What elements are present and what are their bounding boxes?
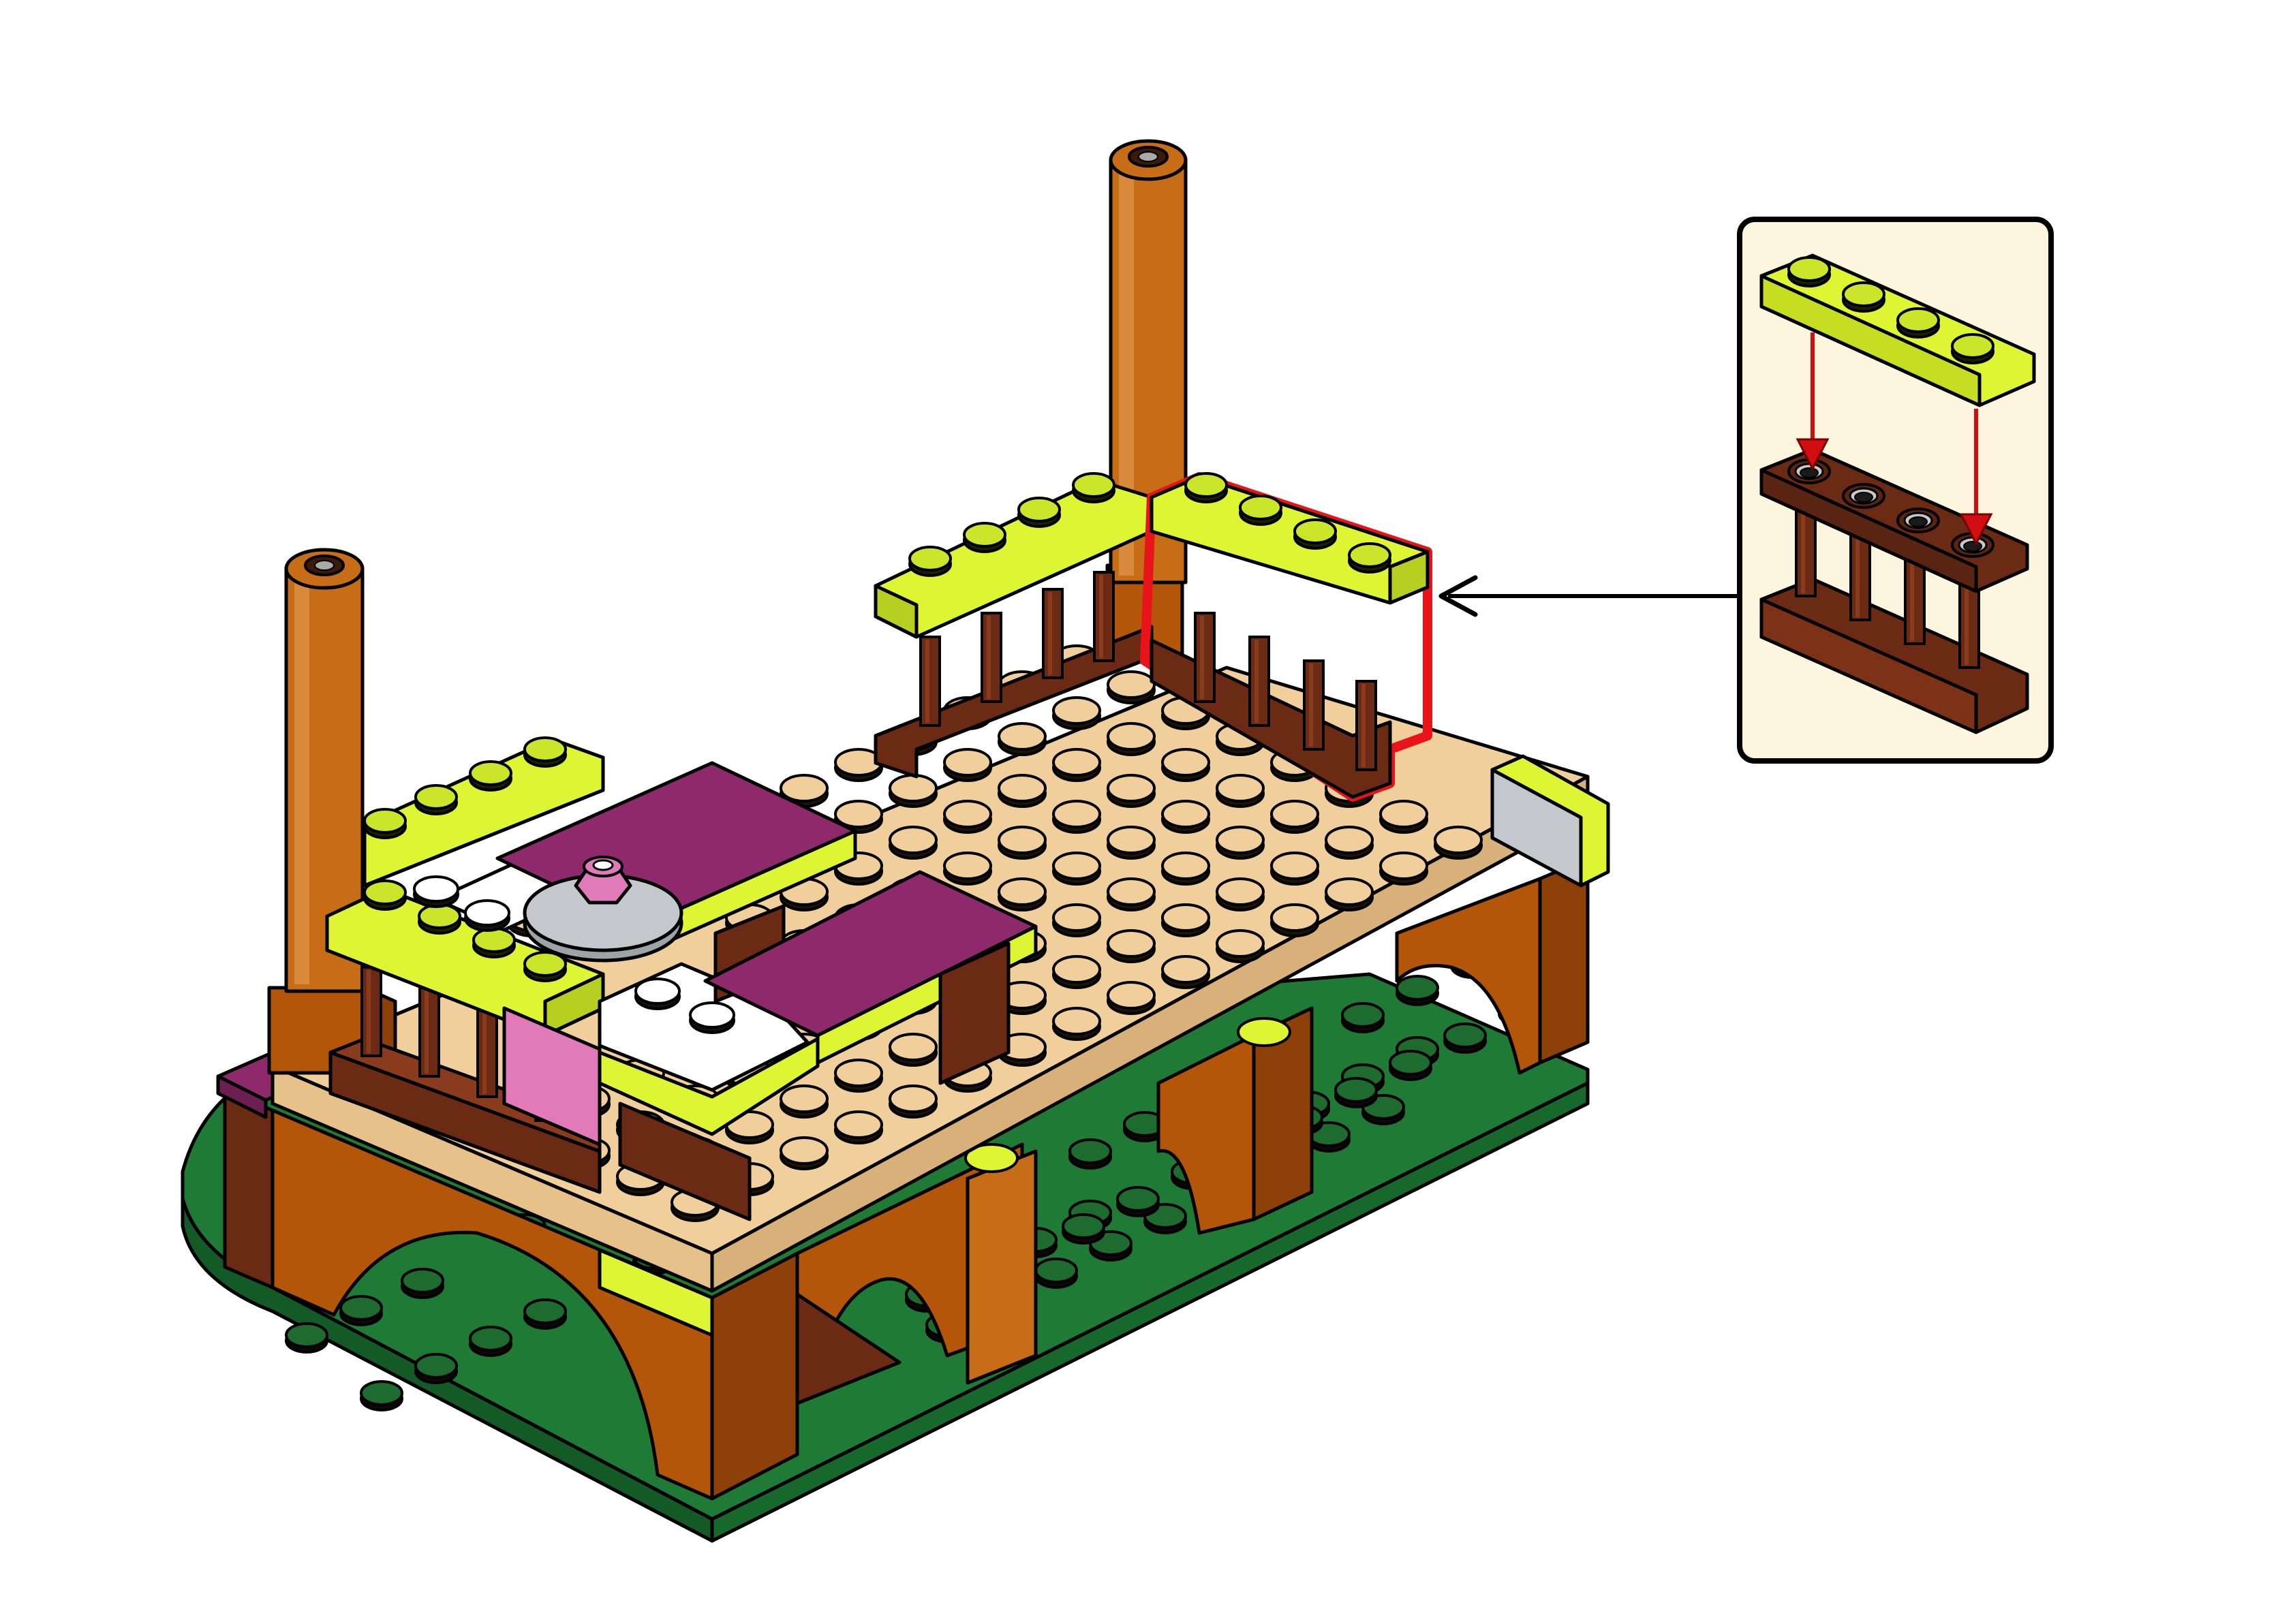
stud — [998, 826, 1047, 860]
stud — [834, 1110, 883, 1144]
stud — [889, 1033, 938, 1067]
stud — [1334, 1077, 1378, 1108]
stud — [1216, 826, 1265, 860]
stud — [1161, 800, 1210, 834]
stud — [401, 1268, 444, 1299]
stud — [1034, 1258, 1078, 1289]
round-table — [523, 856, 683, 963]
stud — [1341, 1002, 1385, 1033]
bench-front — [598, 870, 1038, 1221]
stud — [1270, 852, 1319, 886]
stud — [1107, 722, 1156, 756]
arrow-left-icon — [1438, 575, 1478, 617]
arch-support-right — [1395, 856, 1590, 1075]
stud — [943, 800, 992, 834]
stud — [1052, 852, 1101, 886]
lime-edge-bricks — [598, 754, 1610, 1337]
stud — [998, 877, 1047, 911]
stud — [1216, 774, 1265, 808]
stud — [889, 826, 938, 860]
stud — [1062, 1213, 1105, 1245]
stud — [1161, 748, 1210, 782]
fence-left-back — [363, 736, 605, 888]
stud — [1216, 929, 1265, 963]
stud — [1116, 1186, 1160, 1217]
stud — [1379, 852, 1428, 886]
stud — [1068, 1138, 1112, 1170]
stud — [1052, 696, 1101, 730]
stud — [1052, 748, 1101, 782]
stud — [1389, 1050, 1432, 1081]
stud — [943, 748, 992, 782]
stud — [1270, 903, 1319, 937]
arch-support-left — [223, 1088, 799, 1501]
stud — [285, 1322, 328, 1354]
callout-box — [1737, 217, 2054, 764]
stud — [998, 722, 1047, 756]
stud — [1107, 929, 1156, 963]
stud — [780, 1136, 829, 1170]
stud — [1216, 877, 1265, 911]
stud — [1270, 800, 1319, 834]
stud — [998, 774, 1047, 808]
pink-panel — [502, 1006, 602, 1146]
stud — [1052, 1007, 1101, 1041]
stud — [1107, 670, 1156, 704]
stud — [1379, 800, 1428, 834]
stud — [469, 1326, 512, 1357]
stud — [1325, 877, 1374, 911]
stud — [1107, 774, 1156, 808]
stud — [414, 1353, 458, 1384]
callout-attach-arrows — [1796, 332, 1993, 546]
stud — [834, 1059, 883, 1093]
stud — [1107, 981, 1156, 1015]
stud — [1161, 955, 1210, 989]
stud — [1161, 903, 1210, 937]
stud — [1434, 826, 1483, 860]
stud — [1052, 800, 1101, 834]
stud — [780, 1084, 829, 1119]
callout-fence-part — [1759, 448, 2029, 734]
arrow-down-icon — [1959, 513, 1993, 546]
stud — [339, 1295, 383, 1326]
stud — [1107, 877, 1156, 911]
fence-left-front — [325, 879, 605, 1194]
stud — [1443, 1022, 1487, 1054]
fence-new-highlighted — [1140, 472, 1432, 802]
stud — [1161, 852, 1210, 886]
arch-support-middle — [1156, 1006, 1314, 1235]
stud — [889, 1084, 938, 1119]
stud — [1396, 975, 1439, 1006]
stud — [1052, 955, 1101, 989]
stud — [523, 1298, 567, 1330]
stud — [1052, 903, 1101, 937]
stud — [1325, 826, 1374, 860]
stud — [360, 1380, 403, 1411]
stud — [943, 852, 992, 886]
stud — [889, 774, 938, 808]
arrow-down-icon — [1796, 438, 1830, 471]
callout-pointer — [1438, 575, 1741, 617]
stud — [1107, 826, 1156, 860]
callout-lime-plate — [1759, 253, 2036, 407]
arch-support-center — [795, 1142, 1038, 1405]
